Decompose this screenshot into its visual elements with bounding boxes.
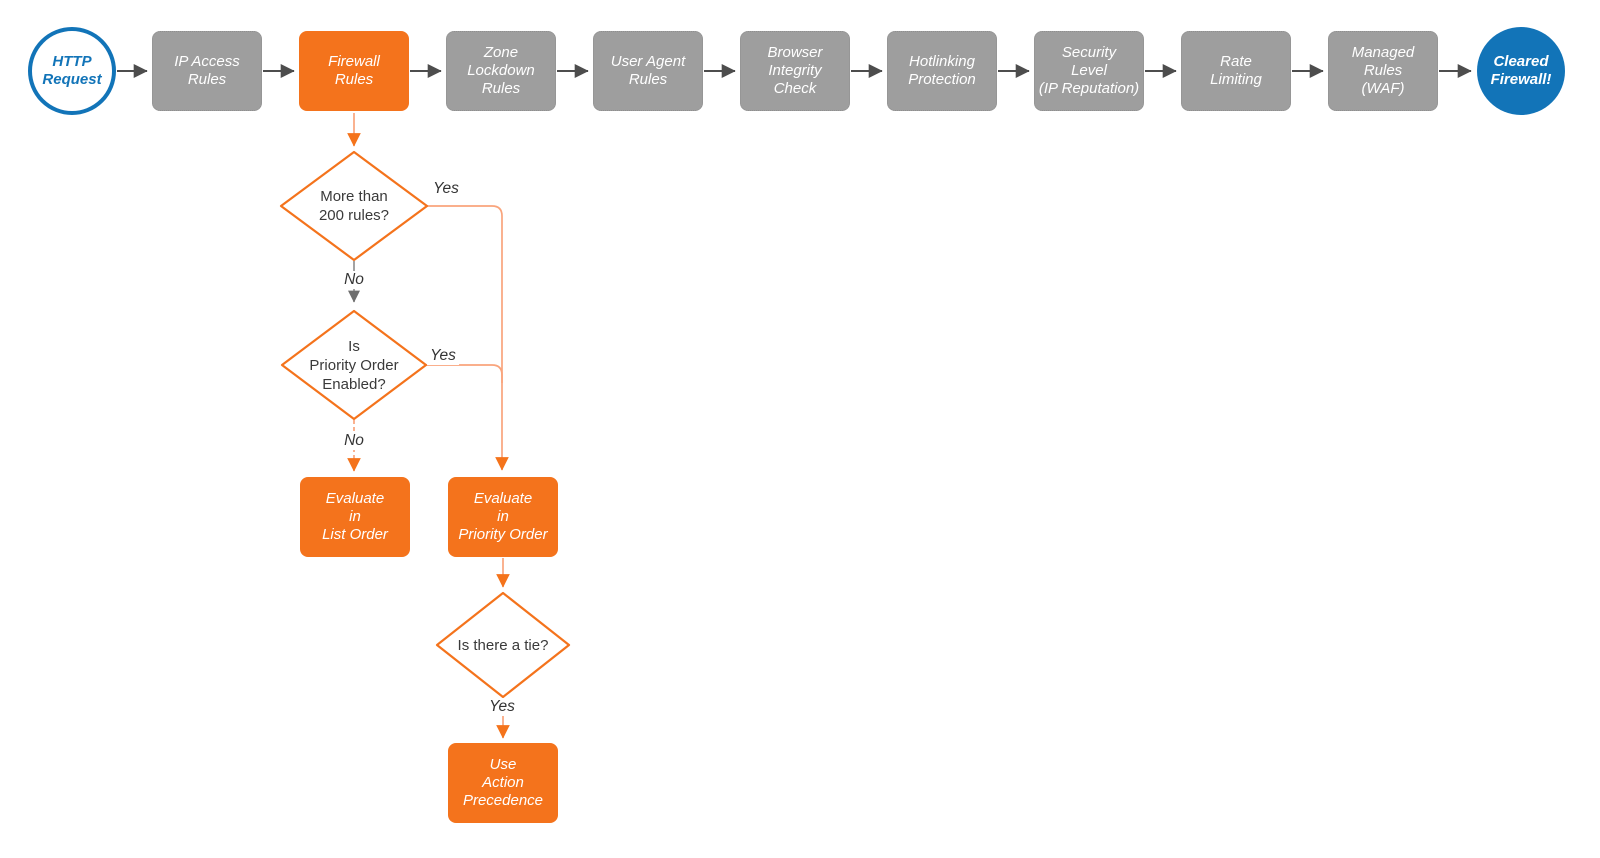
node-label: Use Action Precedence <box>462 756 544 809</box>
node-rate-limiting: Rate Limiting <box>1181 31 1291 111</box>
node-use-action-precedence: Use Action Precedence <box>448 743 558 823</box>
node-browser-integrity-check: Browser Integrity Check <box>740 31 850 111</box>
node-label: Zone Lockdown Rules <box>467 44 535 97</box>
node-label: Evaluate in List Order <box>322 490 388 543</box>
node-label: Hotlinking Protection <box>908 53 976 88</box>
node-security-level: Security Level (IP Reputation) <box>1034 31 1144 111</box>
edge-label-priority-enabled-no: No <box>341 432 367 450</box>
decision-question: Is there a tie? <box>457 636 549 654</box>
node-label: Firewall Rules <box>328 53 380 88</box>
node-label: Browser Integrity Check <box>767 44 823 97</box>
node-http-request: HTTP Request <box>28 27 116 115</box>
decision-diamond-priority-enabled <box>280 309 428 421</box>
decision-rules-count-label: More than 200 rules? <box>281 152 427 260</box>
connector-rules-count-yes <box>427 205 509 471</box>
edge-label-tie-yes: Yes <box>486 698 518 716</box>
node-evaluate-priority-order: Evaluate in Priority Order <box>448 477 558 557</box>
node-hotlinking-protection: Hotlinking Protection <box>887 31 997 111</box>
node-managed-rules-waf: Managed Rules (WAF) <box>1328 31 1438 111</box>
node-label: Security Level (IP Reputation) <box>1038 44 1140 97</box>
node-zone-lockdown-rules: Zone Lockdown Rules <box>446 31 556 111</box>
node-label: Managed Rules (WAF) <box>1351 44 1415 97</box>
node-label: IP Access Rules <box>174 53 240 88</box>
node-evaluate-list-order: Evaluate in List Order <box>300 477 410 557</box>
node-cleared-firewall: Cleared Firewall! <box>1477 27 1565 115</box>
decision-tie-label: Is there a tie? <box>437 593 569 697</box>
edge-label-priority-enabled-yes: Yes <box>427 347 459 365</box>
connector-priority-enabled-yes <box>426 364 503 383</box>
node-label: HTTP Request <box>42 53 102 88</box>
node-user-agent-rules: User Agent Rules <box>593 31 703 111</box>
node-firewall-rules: Firewall Rules <box>299 31 409 111</box>
edge-label-rules-count-no: No <box>341 271 367 289</box>
decision-priority-enabled-label: Is Priority Order Enabled? <box>282 311 426 419</box>
node-label: Evaluate in Priority Order <box>458 490 548 543</box>
decision-question: Is Priority Order Enabled? <box>309 337 399 393</box>
node-label: Cleared Firewall! <box>1490 53 1552 88</box>
edge-label-rules-count-yes: Yes <box>430 180 462 198</box>
decision-question: More than 200 rules? <box>318 188 390 224</box>
decision-diamond-rules-count <box>279 150 429 262</box>
node-label: User Agent Rules <box>610 53 686 88</box>
node-ip-access-rules: IP Access Rules <box>152 31 262 111</box>
node-label: Rate Limiting <box>1210 53 1262 88</box>
decision-diamond-tie <box>435 591 571 699</box>
